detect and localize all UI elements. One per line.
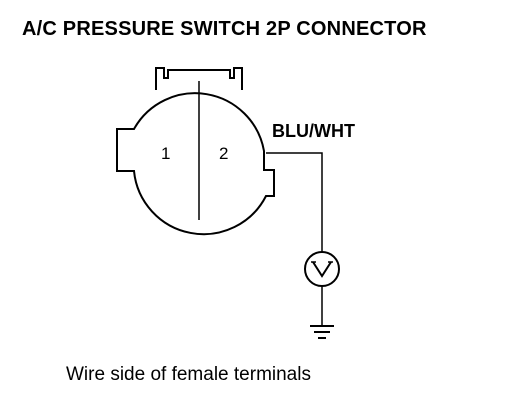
- voltmeter-v-symbol: [312, 261, 332, 278]
- connector-body-outline: [116, 92, 275, 236]
- wire-color-label: BLU/WHT: [272, 121, 355, 141]
- ground-symbol-icon: [310, 325, 334, 339]
- diagram-caption: Wire side of female terminals: [66, 364, 311, 385]
- voltmeter-icon: [304, 251, 340, 287]
- terminal-1-label: 1: [161, 144, 171, 163]
- diagram-title: A/C PRESSURE SWITCH 2P CONNECTOR: [22, 18, 427, 40]
- terminal-2-label: 2: [219, 144, 229, 163]
- blu-wht-wire: [266, 152, 323, 252]
- connector-lock-tab: [155, 67, 243, 90]
